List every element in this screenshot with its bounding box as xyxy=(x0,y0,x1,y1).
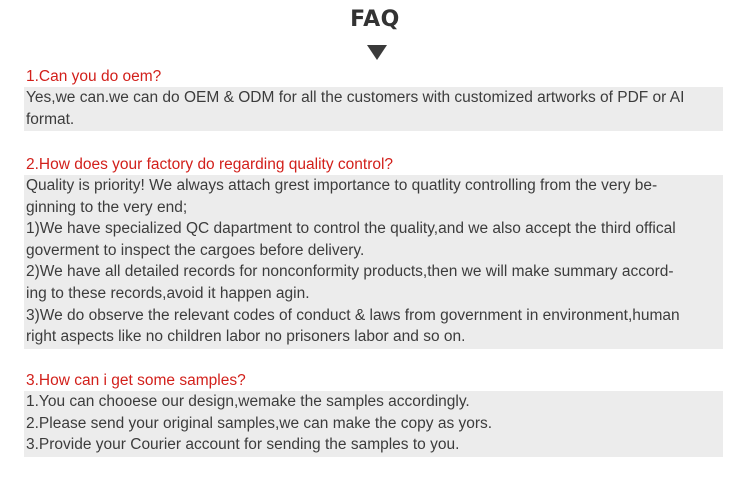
faq-answer: Yes,we can.we can do OEM & ODM for all t… xyxy=(24,87,723,132)
faq-question: 2.How does your factory do regarding qua… xyxy=(24,155,723,175)
faq-answer: Quality is priority! We always attach gr… xyxy=(24,175,723,349)
faq-question: 3.How can i get some samples? xyxy=(24,371,723,391)
faq-question: 1.Can you do oem? xyxy=(24,67,723,87)
answer-line: ginning to the very end; xyxy=(26,198,188,216)
answer-line: 3)We do observe the relevant codes of co… xyxy=(26,306,680,324)
answer-line: ing to these records,avoid it happen agi… xyxy=(26,284,310,302)
faq-item-2: 2.How does your factory do regarding qua… xyxy=(24,155,723,349)
faq-item-1: 1.Can you do oem? Yes,we can.we can do O… xyxy=(24,67,723,132)
answer-line: 1.You can chooese our design,wemake the … xyxy=(26,393,470,410)
answer-line: format. xyxy=(26,110,75,128)
down-arrow-icon xyxy=(367,45,387,60)
faq-item-3: 3.How can i get some samples? 1.You can … xyxy=(24,371,723,457)
answer-line: 2)We have all detailed records for nonco… xyxy=(26,263,674,281)
answer-line: goverment to inspect the cargoes before … xyxy=(26,241,365,259)
answer-line: right aspects like no children labor no … xyxy=(26,328,466,346)
answer-line: 1)We have specialized QC dapartment to c… xyxy=(26,220,676,238)
answer-line: 3.Provide your Courier account for sendi… xyxy=(26,436,460,454)
answer-line: 2.Please send your original samples,we c… xyxy=(26,414,493,432)
answer-line: Quality is priority! We always attach gr… xyxy=(26,177,658,194)
answer-line: Yes,we can.we can do OEM & ODM for all t… xyxy=(26,89,685,106)
faq-answer: 1.You can chooese our design,wemake the … xyxy=(24,391,723,457)
page-title: FAQ xyxy=(350,7,400,32)
